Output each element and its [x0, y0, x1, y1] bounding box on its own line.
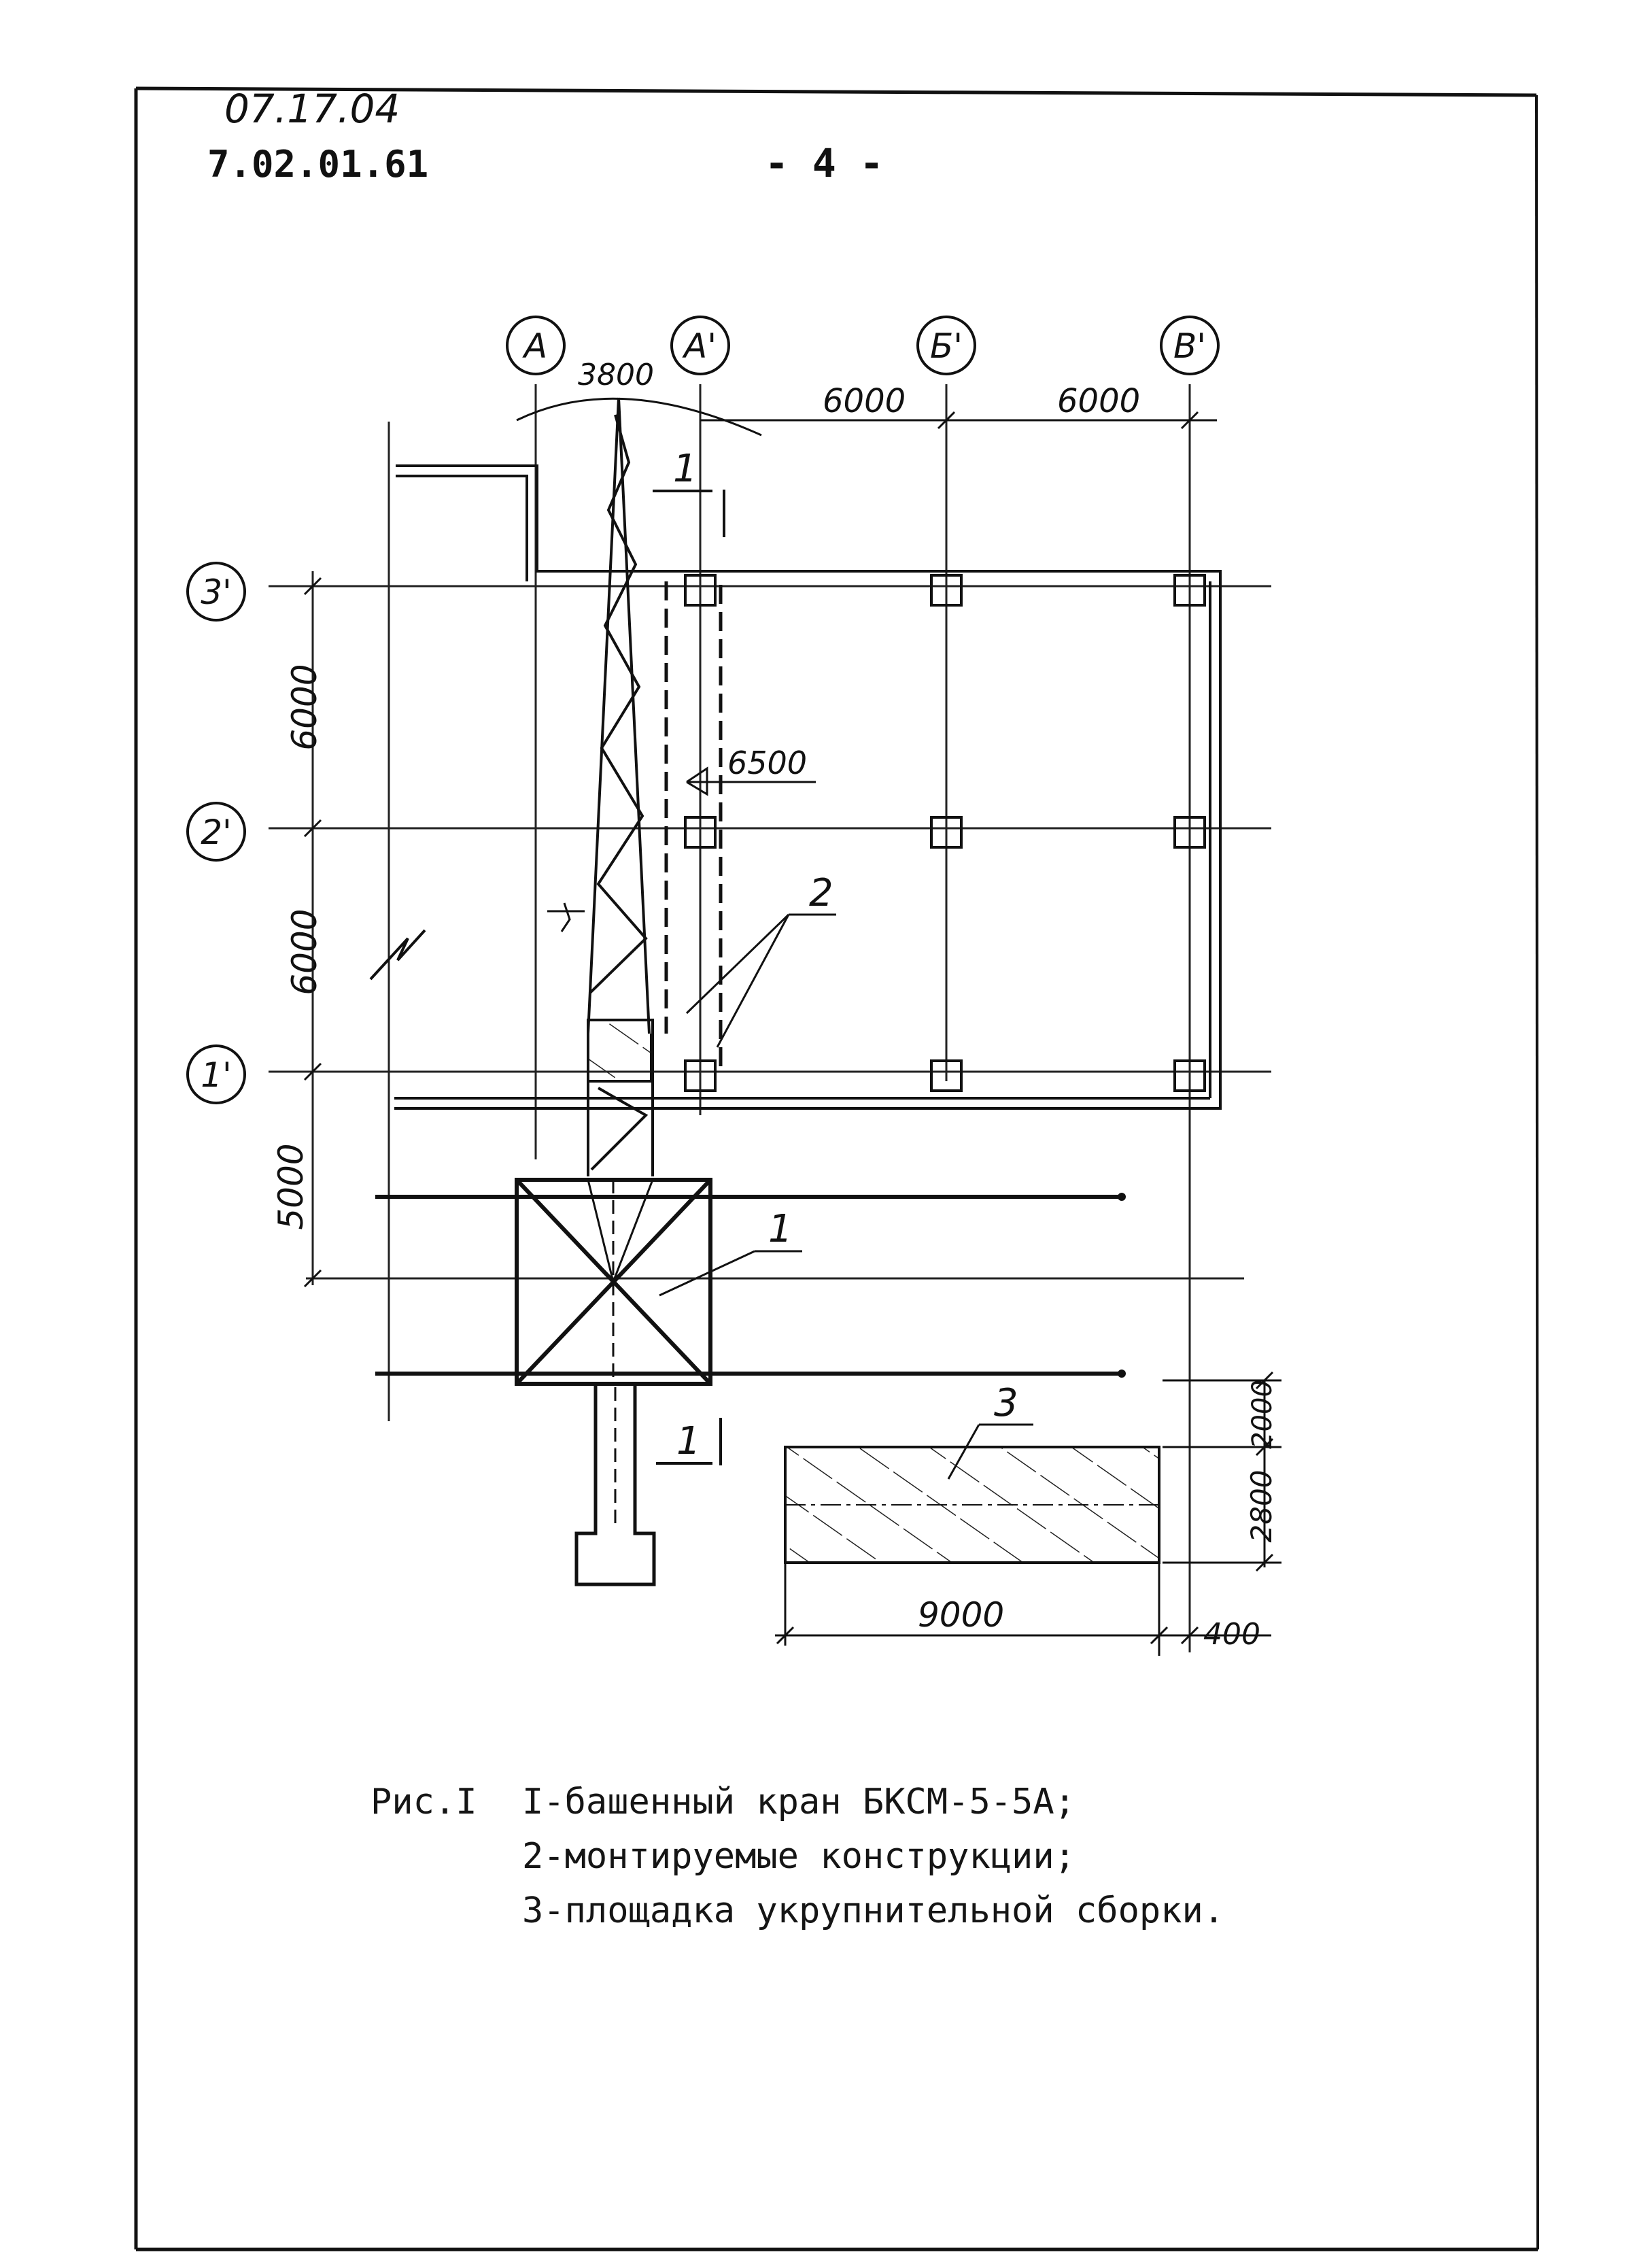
legend-item-2: 2-монтируемые конструкции; [522, 1836, 1075, 1877]
dimension-5000-left: 5000 [271, 1143, 311, 1229]
break-mark-crane [547, 902, 585, 932]
dimension-2000: 2000 [1247, 1380, 1278, 1449]
axis-grid [269, 384, 1271, 1652]
top-dimension-line [516, 397, 1217, 437]
section-mark-top-label: 1 [673, 447, 698, 491]
axis-label-2-prime: 2' [201, 813, 232, 852]
figure-label: Рис.I [371, 1782, 477, 1822]
section-mark-top [653, 490, 725, 537]
axis-marker-v-prime [1160, 316, 1220, 375]
dimension-6000-left-2: 6000 [285, 908, 324, 995]
structures-leader [685, 913, 836, 1048]
crane-callout-leader [659, 1250, 802, 1297]
left-dimension-ticks [303, 577, 322, 1288]
callout-1: 1 [768, 1207, 793, 1251]
document-code: 7.02.01.61 [207, 143, 428, 186]
dimension-6000-top-1: 6000 [823, 382, 906, 420]
rail-end-top [1118, 1193, 1126, 1201]
section-mark-bottom-label: 1 [676, 1419, 701, 1463]
callout-3: 3 [994, 1381, 1018, 1425]
crane-jib [587, 397, 654, 1176]
axis-label-1-prime: 1' [201, 1055, 232, 1095]
crane-portal [515, 1178, 712, 1386]
axis-marker-2-prime [186, 802, 246, 862]
axis-marker-a-prime [670, 316, 730, 375]
document-code-handwritten: 07.17.04 [224, 86, 400, 132]
level-mark-6500: 6500 [727, 745, 807, 781]
mounted-structures [664, 581, 723, 1071]
axis-marker-3-prime [186, 562, 246, 622]
axis-markers [186, 316, 1220, 1104]
level-mark-leader [686, 766, 816, 796]
break-mark-left [369, 929, 426, 981]
crane-rails [375, 1195, 1122, 1376]
dimension-9000: 9000 [918, 1595, 1004, 1635]
dimension-6000-left-1: 6000 [285, 664, 324, 750]
legend-item-3: 3-площадка укрупнительной сборки. [522, 1890, 1225, 1931]
existing-building-outline [394, 464, 1222, 1110]
section-mark-bottom [656, 1418, 722, 1465]
axis-marker-1-prime [186, 1044, 246, 1104]
callout-2: 2 [809, 871, 833, 915]
legend-item-1: I-башенный кран БКСМ-5-5А; [522, 1782, 1075, 1822]
axis-label-v-prime: В' [1173, 326, 1206, 366]
site-dimensions [775, 1371, 1281, 1656]
axis-label-a: А [522, 326, 547, 366]
column-footings [684, 574, 1206, 1092]
crane-counterweight [574, 1384, 656, 1586]
axis-label-b-prime: Б' [930, 326, 963, 366]
dimension-400: 400 [1203, 1617, 1260, 1652]
dimension-2800: 2800 [1245, 1470, 1278, 1543]
axis-label-a-prime: А' [682, 326, 717, 366]
dimension-3800: 3800 [578, 358, 654, 392]
page-number: - 4 - [765, 140, 884, 186]
axis-label-3-prime: 3' [201, 573, 232, 612]
dimension-6000-top-2: 6000 [1057, 382, 1140, 420]
assembly-site-leader [947, 1423, 1033, 1480]
axis-marker-b-prime [916, 316, 976, 375]
axis-labels: А А' Б' В' 3' 2' 1' [201, 326, 1206, 1095]
rail-end-bottom [1118, 1370, 1126, 1378]
axis-marker-a [506, 316, 566, 375]
sheet-frame [134, 86, 1539, 2251]
